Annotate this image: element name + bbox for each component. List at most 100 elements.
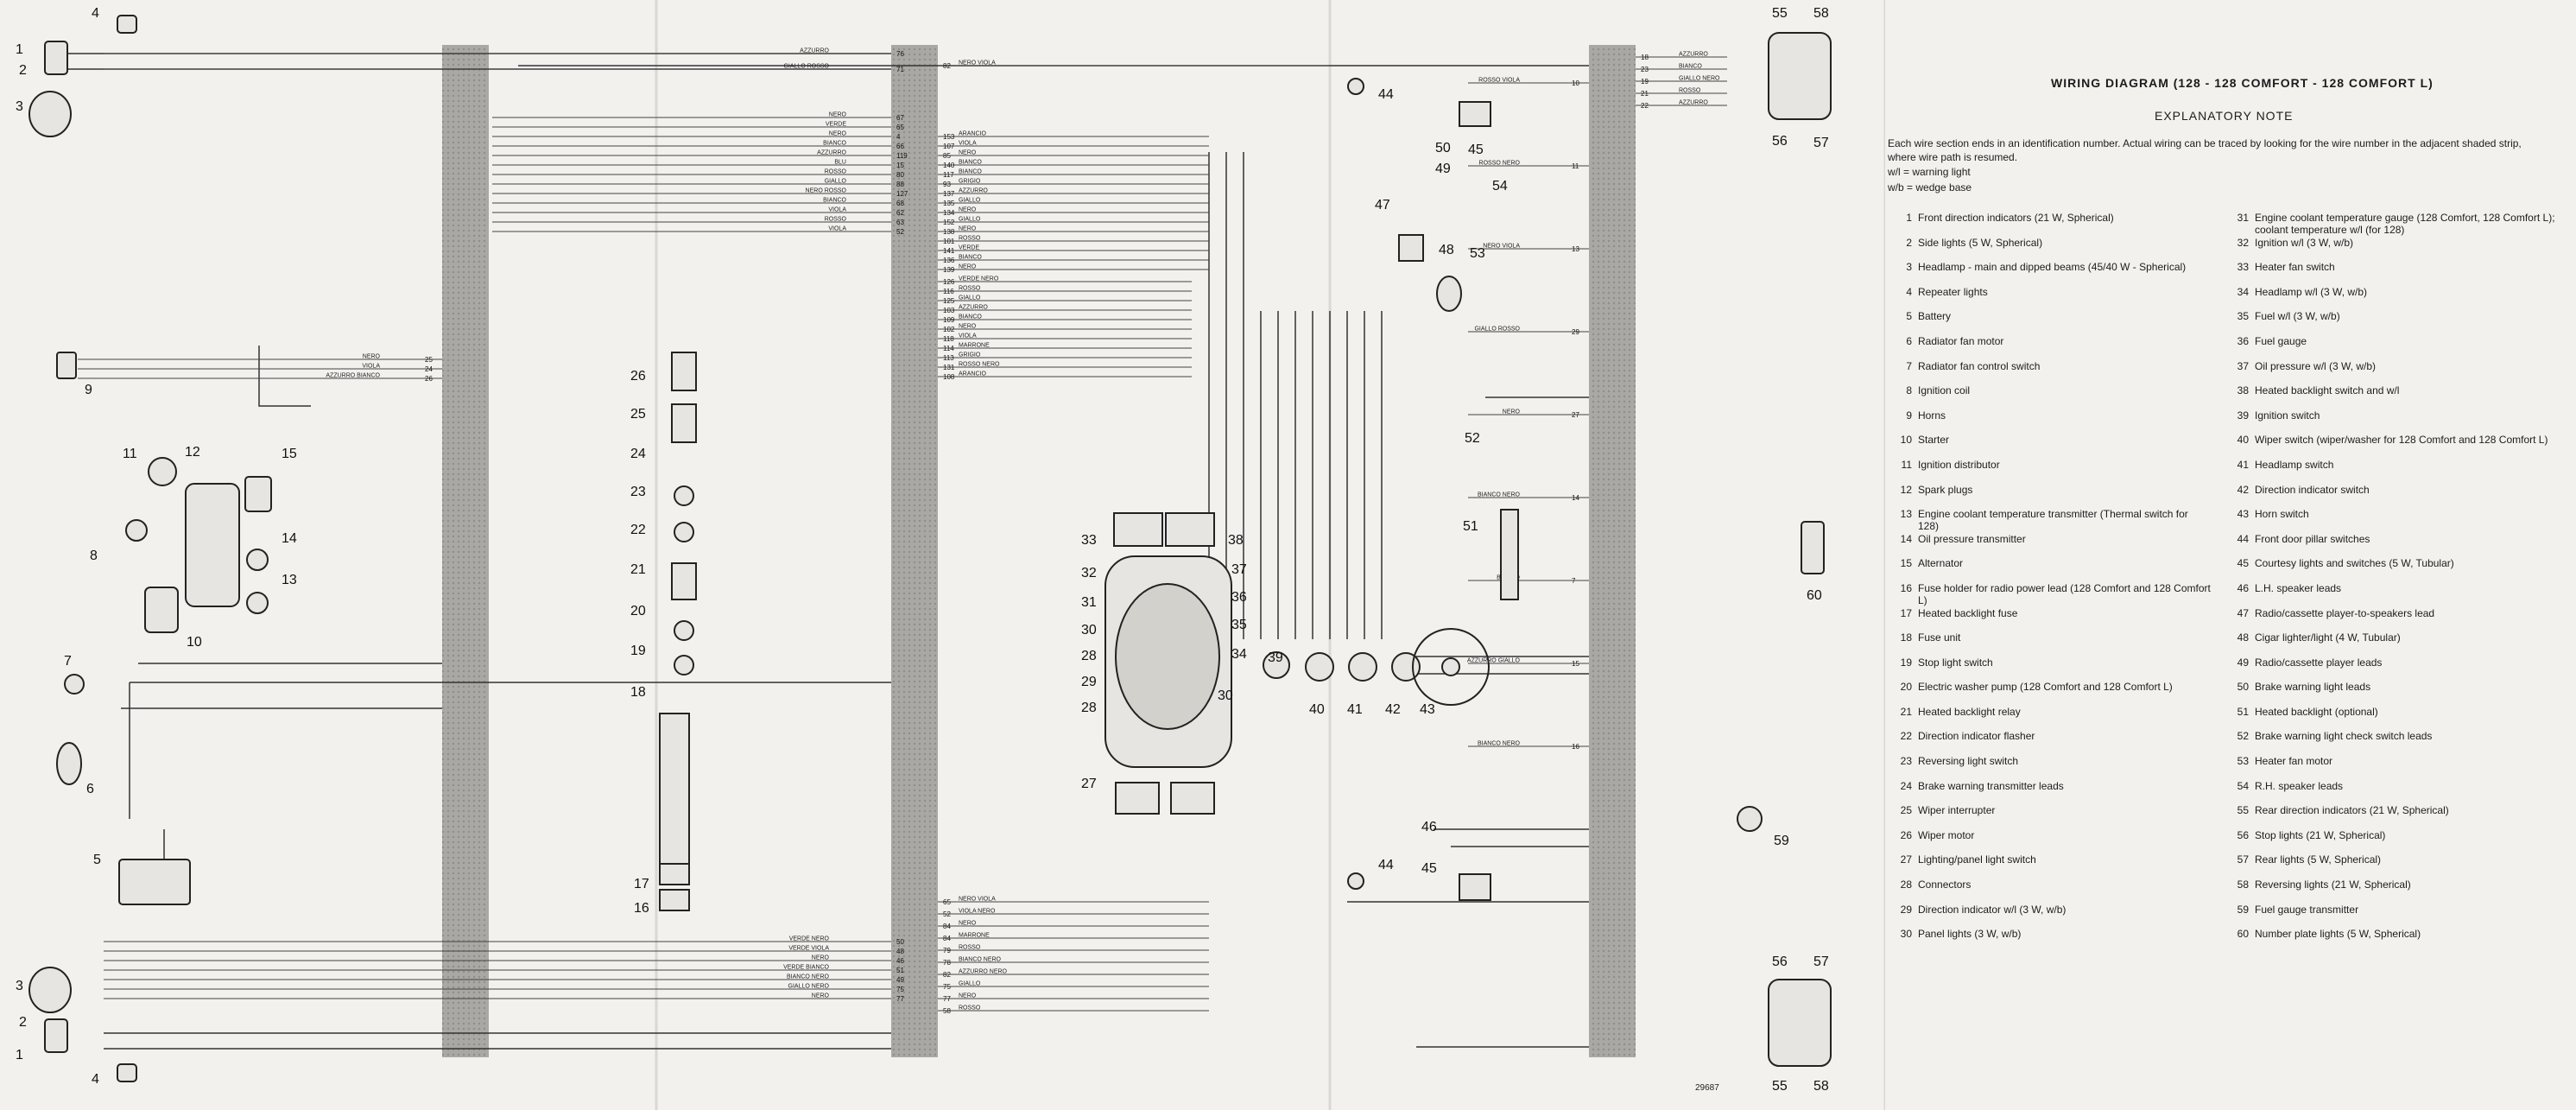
legend-number: 9 [1906, 409, 1912, 422]
legend-text: Heated backlight (optional) [2255, 705, 2378, 718]
wire-color-label: ARANCIO [959, 131, 986, 137]
wire-number: 141 [943, 247, 955, 255]
legend-text: Wiper interrupter [1918, 804, 1996, 817]
wire-color-label: BIANCO NERO [959, 957, 1002, 963]
legend-text: Direction indicator flasher [1918, 730, 2035, 743]
legend-number: 55 [2237, 804, 2249, 817]
legend-number: 13 [1900, 508, 1912, 521]
legend-number: 21 [1900, 705, 1912, 718]
legend-left-column: 1 Front direction indicators (21 W, Spher… [1891, 212, 2211, 953]
legend-number: 8 [1906, 384, 1912, 397]
legend-text: Fuel w/l (3 W, w/b) [2255, 310, 2340, 323]
component-label: 6 [86, 782, 94, 796]
legend-text: Courtesy lights and switches (5 W, Tubul… [2255, 557, 2454, 570]
wire-color-label: AZZURRO NERO [959, 969, 1008, 975]
wire-color-label: AZZURRO [817, 150, 846, 156]
legend-item: 29 Direction indicator w/l (3 W, w/b) [1891, 904, 2211, 929]
component-label: 8 [90, 549, 98, 563]
wire-number: 85 [943, 152, 951, 160]
legend-number: 46 [2237, 581, 2249, 594]
wire-number: 29 [1572, 328, 1579, 336]
component-label: 42 [1385, 702, 1401, 717]
legend-number: 22 [1900, 730, 1912, 743]
legend-number: 40 [2237, 434, 2249, 447]
legend-text: Radio/cassette player-to-speakers lead [2255, 606, 2435, 619]
wire-number: 119 [896, 152, 908, 160]
legend-text: Engine coolant temperature gauge (128 Co… [2255, 212, 2555, 236]
wire-color-label: AZZURRO [1679, 52, 1708, 58]
component-label: 48 [1439, 243, 1454, 257]
wire-number: 79 [943, 947, 951, 955]
wire-number: 7 [1572, 577, 1576, 585]
component-label: 25 [630, 407, 646, 422]
legend-number: 51 [2237, 705, 2249, 718]
wire-color-label: GIALLO ROSSO [1474, 327, 1520, 333]
wire-color-label: ROSSO NERO [959, 362, 1000, 368]
wire-number: 68 [896, 200, 904, 207]
wire-number: 14 [1572, 494, 1579, 502]
legend-number: 45 [2237, 557, 2249, 570]
component-label: 19 [630, 644, 646, 658]
legend-number: 58 [2237, 878, 2249, 891]
legend-number: 33 [2237, 261, 2249, 274]
wire-color-label: BIANCO [1679, 64, 1702, 70]
component-label: 23 [630, 485, 646, 499]
component-label: 50 [1435, 141, 1451, 155]
legend-number: 5 [1906, 310, 1912, 323]
wire-number: 63 [896, 219, 904, 226]
legend-text: Spark plugs [1918, 483, 1973, 496]
wire-color-label: ROSSO [959, 236, 981, 242]
abbreviation-wedge-base: w/b = wedge base [1888, 181, 1972, 193]
legend-number: 29 [1900, 903, 1912, 916]
component-label: 4 [92, 1072, 99, 1087]
component-label: 45 [1468, 143, 1484, 157]
wire-color-label: GRIGIO [959, 352, 981, 358]
component-label: 5 [93, 853, 101, 867]
legend-text: Front direction indicators (21 W, Spheri… [1918, 212, 2114, 224]
wire-number: 82 [943, 62, 951, 70]
wire-color-label: VIOLA NERO [959, 909, 996, 915]
wire-number: 109 [943, 316, 955, 324]
component-label: 57 [1813, 955, 1829, 969]
legend-text: R.H. speaker leads [2255, 779, 2344, 792]
legend-text: Direction indicator w/l (3 W, w/b) [1918, 903, 2066, 916]
component-label: 27 [1081, 777, 1097, 791]
wire-color-label: NERO [959, 324, 977, 330]
wire-color-label: GRIGIO [959, 179, 981, 185]
legend-number: 52 [2237, 730, 2249, 743]
legend-number: 56 [2237, 828, 2249, 841]
legend-text: Brake warning light check switch leads [2255, 730, 2433, 743]
wire-number: 75 [943, 983, 951, 991]
component-label: 54 [1492, 179, 1508, 193]
legend-number: 2 [1906, 236, 1912, 249]
wire-number: 24 [425, 365, 433, 373]
legend-number: 11 [1901, 458, 1912, 471]
wire-number: 65 [896, 124, 904, 131]
legend-text: Repeater lights [1918, 285, 1988, 298]
legend-number: 19 [1900, 656, 1912, 669]
wire-color-label: BIANCO [959, 314, 982, 320]
wire-color-label: NERO [959, 993, 977, 999]
legend-number: 30 [1900, 928, 1912, 941]
legend-number: 28 [1900, 878, 1912, 891]
legend-text: Electric washer pump (128 Comfort and 12… [1918, 681, 2173, 694]
legend-item: 1 Front direction indicators (21 W, Spher… [1891, 212, 2211, 237]
wire-number: 52 [943, 910, 951, 918]
legend-text: Headlamp switch [2255, 458, 2334, 471]
legend-number: 1 [1906, 212, 1912, 224]
component-label: 1 [16, 1048, 23, 1062]
wire-color-label: GIALLO ROSSO [783, 64, 829, 70]
legend-number: 10 [1900, 434, 1912, 447]
